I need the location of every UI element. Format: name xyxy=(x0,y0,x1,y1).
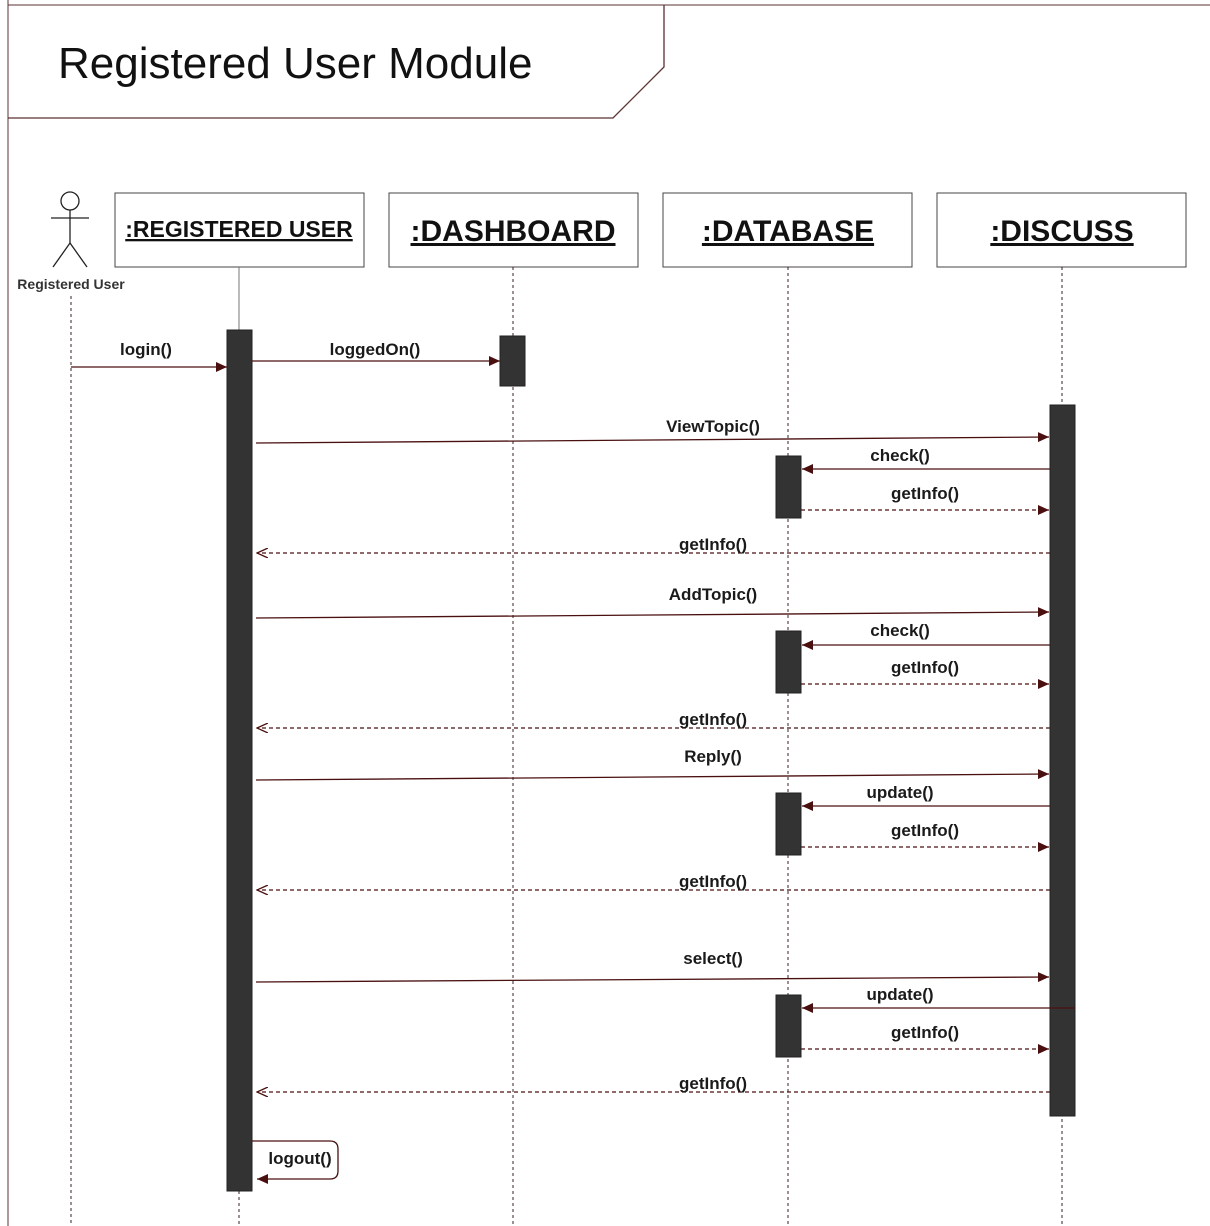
message-label: getInfo() xyxy=(679,710,747,729)
message-view-topic xyxy=(255,432,1050,444)
activation-database-1 xyxy=(775,455,802,519)
diagram-frame xyxy=(7,0,1210,1226)
message-label: ViewTopic() xyxy=(666,417,760,436)
lifeline-label-dashboard: :DASHBOARD xyxy=(411,215,616,248)
message-reply xyxy=(255,769,1050,781)
message-label: getInfo() xyxy=(891,658,959,677)
message-label: getInfo() xyxy=(891,1023,959,1042)
activation-discuss xyxy=(1049,404,1076,1117)
diagram-title: Registered User Module xyxy=(58,39,532,88)
message-label: logout() xyxy=(268,1149,331,1168)
message-select xyxy=(255,972,1050,983)
actor-label: Registered User xyxy=(17,276,125,292)
activation-dashboard xyxy=(499,335,526,387)
message-label: getInfo() xyxy=(891,821,959,840)
message-label: AddTopic() xyxy=(669,585,757,604)
message-label: check() xyxy=(870,446,930,465)
message-label: getInfo() xyxy=(891,484,959,503)
lifeline-label-discuss: :DISCUSS xyxy=(990,215,1133,248)
lifeline-head-database xyxy=(662,192,913,268)
activation-database-2 xyxy=(775,630,802,694)
lifeline-head-registered-user xyxy=(114,192,365,268)
message-label: loggedOn() xyxy=(330,340,421,359)
message-label: login() xyxy=(120,340,172,359)
lifeline-label-registered-user: :REGISTERED USER xyxy=(125,216,353,242)
activation-registered-user xyxy=(226,329,253,1192)
message-label: Reply() xyxy=(684,747,742,766)
message-logout-self xyxy=(252,1140,339,1184)
message-label: update() xyxy=(866,985,933,1004)
activation-database-3 xyxy=(775,792,802,856)
message-label: check() xyxy=(870,621,930,640)
activation-database-4 xyxy=(775,994,802,1058)
lifeline-head-dashboard xyxy=(388,192,639,268)
lifeline-label-database: :DATABASE xyxy=(702,215,874,248)
message-label: update() xyxy=(866,783,933,802)
message-label: getInfo() xyxy=(679,1074,747,1093)
message-label: select() xyxy=(683,949,743,968)
message-label: getInfo() xyxy=(679,872,747,891)
message-label: getInfo() xyxy=(679,535,747,554)
lifeline-head-discuss xyxy=(936,192,1187,268)
actor-stick-figure-icon xyxy=(51,191,89,268)
frame-title-tab xyxy=(8,5,665,119)
message-add-topic xyxy=(255,607,1050,619)
